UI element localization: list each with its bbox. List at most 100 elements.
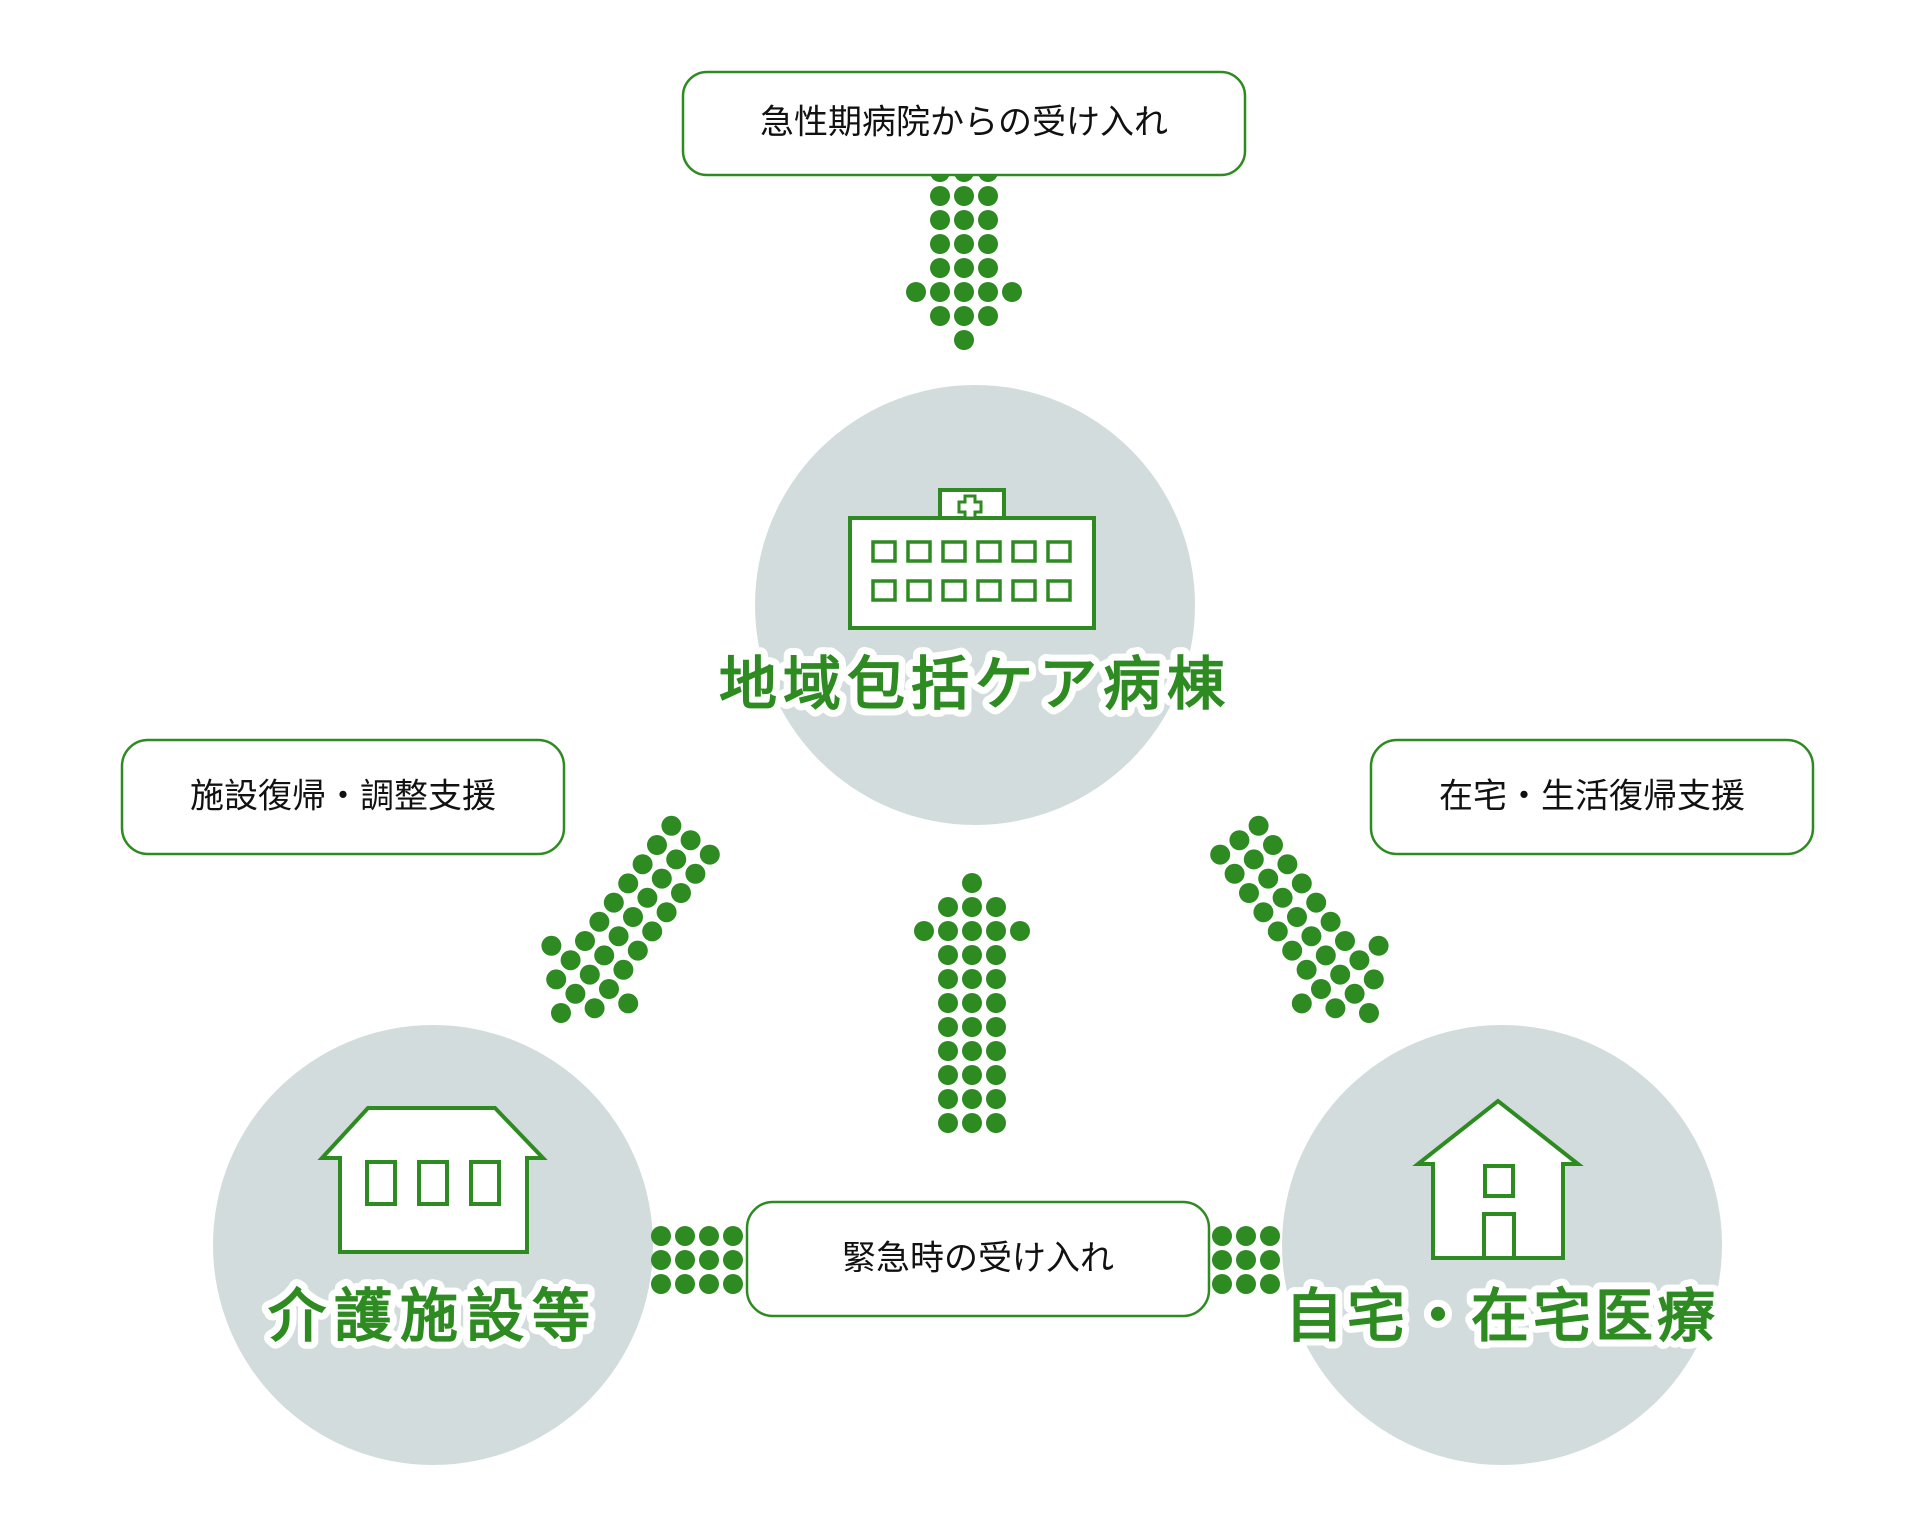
arrow-dot (1344, 983, 1365, 1004)
arrow-dot (613, 959, 634, 980)
arrow-dot (723, 1226, 743, 1246)
arrow-dot (647, 835, 667, 855)
box-emergency: 緊急時の受け入れ (745, 1200, 1211, 1318)
arrow-dot (962, 1017, 982, 1037)
arrow-dot (954, 210, 974, 230)
home-label: 自宅・在宅医療 (1285, 1282, 1719, 1350)
arrow-dot (986, 1113, 1006, 1133)
arrow-dot (1282, 940, 1303, 961)
arrow-dot (1291, 873, 1312, 894)
arrow-dot (599, 979, 619, 999)
arrow-dot (962, 969, 982, 989)
arrow-dot (680, 830, 701, 851)
arrow-dot (930, 258, 950, 278)
arrow-dot (1296, 959, 1317, 980)
arrow-dot (1263, 835, 1283, 855)
connector-facility-emergency (651, 1226, 743, 1294)
arrow-dot (651, 1226, 671, 1246)
arrow-dot (1359, 1003, 1379, 1023)
arrow-dot (978, 210, 998, 230)
arrow-dot (1212, 1226, 1232, 1246)
arrow-dot (978, 234, 998, 254)
arrow-dot (954, 330, 974, 350)
box-home-support: 在宅・生活復帰支援 (1369, 738, 1815, 856)
arrow-dot (962, 1041, 982, 1061)
arrow-dot (930, 306, 950, 326)
arrow-dot (978, 306, 998, 326)
arrow-dot (938, 1089, 958, 1109)
arrow-dot (1224, 863, 1245, 884)
arrow-dot (699, 1226, 719, 1246)
arrow-dot (651, 868, 672, 889)
arrow-dot (1253, 902, 1274, 923)
arrow-dot (906, 282, 926, 302)
connector-emergency-home (1212, 1226, 1280, 1294)
arrow-dot (608, 926, 629, 947)
arrow-dot (986, 945, 1006, 965)
arrow-dot (1010, 921, 1030, 941)
arrow-dot (1330, 964, 1351, 985)
arrow-dot (1306, 892, 1327, 913)
arrow-dot (986, 1065, 1006, 1085)
arrow-dot (962, 993, 982, 1013)
arrow-dot (603, 892, 624, 913)
arrow-dot (978, 186, 998, 206)
arrow-dot (623, 907, 643, 927)
arrow-dot (1258, 868, 1279, 889)
arrow-dot (546, 969, 567, 990)
arrow-dot (661, 815, 682, 836)
arrow-dot (1239, 883, 1259, 903)
arrow-dot (954, 186, 974, 206)
arrow-dot (723, 1274, 743, 1294)
arrow-dot (914, 921, 934, 941)
arrow-dot (618, 993, 639, 1014)
arrow-dot (930, 210, 950, 230)
arrow-dot (551, 1003, 571, 1023)
box-home-support-text: 在宅・生活復帰支援 (1439, 777, 1745, 817)
arrow-dot (986, 993, 1006, 1013)
arrow-dot (962, 1113, 982, 1133)
care-facility-icon (317, 1106, 548, 1254)
arrow-dot (978, 282, 998, 302)
arrow-hospital-to-home (1210, 815, 1389, 1023)
arrow-dot (986, 1041, 1006, 1061)
arrow-dot (594, 945, 615, 966)
arrow-dot (1315, 945, 1336, 966)
box-facility-support: 施設復帰・調整支援 (120, 738, 566, 856)
arrow-dot (962, 1089, 982, 1109)
arrow-dot (1335, 931, 1355, 951)
arrow-dot (954, 282, 974, 302)
arrow-dot (541, 935, 562, 956)
arrow-dot (930, 282, 950, 302)
arrow-dot (579, 964, 600, 985)
arrow-dot (930, 186, 950, 206)
arrow-dot (962, 921, 982, 941)
arrow-dot (1229, 830, 1250, 851)
hospital-icon (848, 488, 1096, 630)
arrow-dot (675, 1274, 695, 1294)
arrow-dot (978, 258, 998, 278)
arrow-dot (1277, 854, 1298, 875)
arrow-dot (637, 887, 658, 908)
arrow-dot (642, 921, 663, 942)
arrow-dot (699, 1250, 719, 1270)
arrow-dot (938, 969, 958, 989)
hospital-label: 地域包括ケア病棟 (719, 650, 1231, 718)
arrow-dot (618, 873, 639, 894)
arrow-dot (632, 854, 653, 875)
arrow-dot (954, 258, 974, 278)
arrow-dot (666, 849, 687, 870)
arrow-dot (938, 1113, 958, 1133)
arrow-dot (1267, 921, 1288, 942)
arrow-dot (1212, 1274, 1232, 1294)
arrow-dot (1260, 1250, 1280, 1270)
arrow-dot (651, 1250, 671, 1270)
arrow-dot (1325, 998, 1346, 1019)
arrow-dot (1260, 1226, 1280, 1246)
arrow-dot (938, 1065, 958, 1085)
box-emergency-text: 緊急時の受け入れ (842, 1239, 1114, 1279)
arrow-dot (675, 1226, 695, 1246)
arrow-emergency-to-hospital (914, 873, 1030, 1133)
arrow-dot (1236, 1250, 1256, 1270)
arrow-dot (1260, 1274, 1280, 1294)
